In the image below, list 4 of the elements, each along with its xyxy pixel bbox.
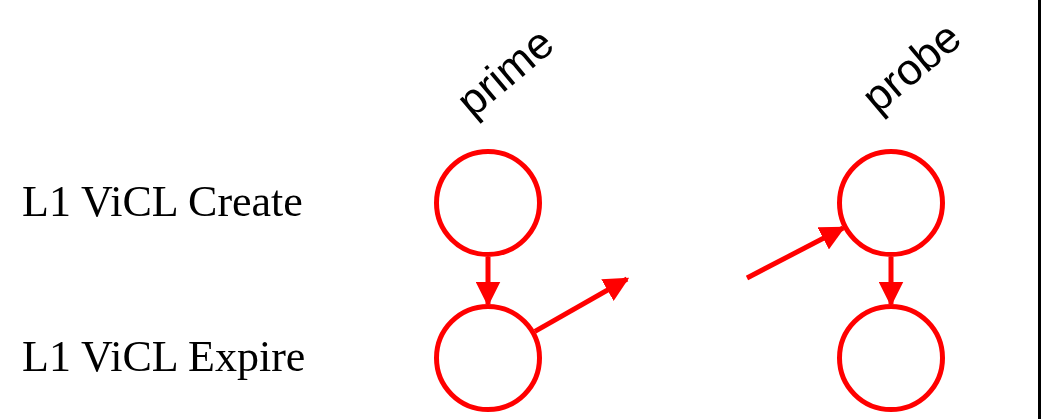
arrow	[745, 225, 846, 281]
row-label: L1 ViCL Expire	[22, 335, 306, 379]
arrow	[533, 276, 630, 334]
row-label: L1 ViCL Create	[22, 180, 303, 224]
